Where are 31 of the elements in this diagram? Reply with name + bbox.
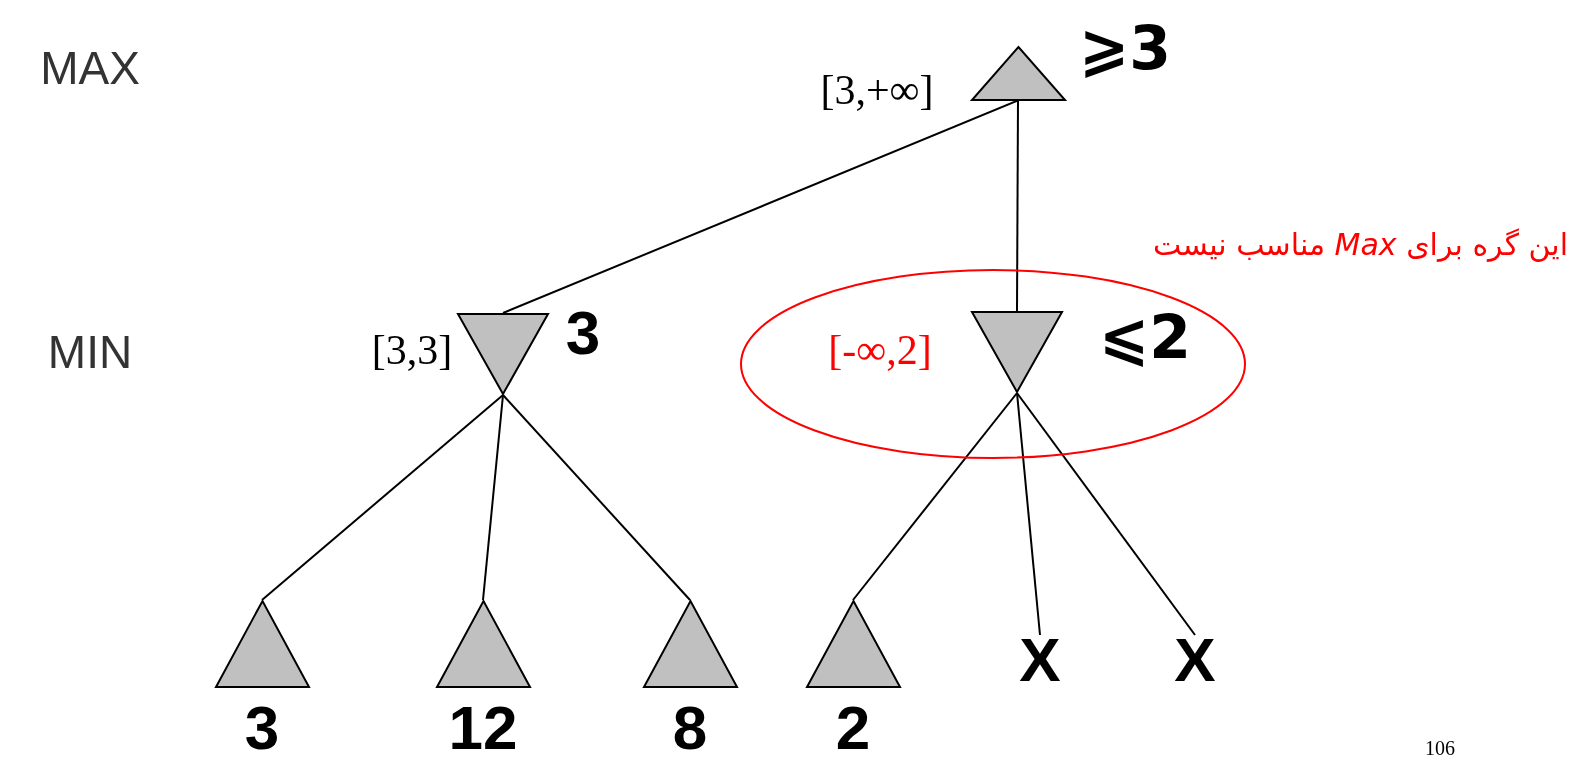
highlight-ellipse [740, 269, 1246, 459]
value-label: 2 [835, 697, 871, 759]
tree-edge [1016, 99, 1019, 312]
value-label: [3,+∞] [820, 69, 934, 111]
triangle-node [214, 600, 310, 688]
triangle-node [457, 313, 549, 395]
leaf-label: X [1173, 635, 1217, 685]
value-label: 12 [448, 697, 518, 759]
tree-edge [482, 394, 504, 601]
value-label: 3 [565, 302, 601, 364]
page-number: 106 [1425, 738, 1455, 758]
value-label: ⩾3 [1079, 18, 1171, 78]
triangle-node [805, 600, 901, 688]
value-label: ⩽2 [1099, 307, 1191, 367]
tree-edge [1016, 392, 1041, 636]
value-label: 8 [672, 697, 708, 759]
triangle-node [642, 600, 738, 688]
tree-edge [261, 394, 504, 601]
value-label: [3,3] [371, 329, 453, 371]
value-label: 3 [244, 697, 280, 759]
triangle-node [435, 600, 531, 688]
leaf-label: X [1018, 635, 1062, 685]
triangle-node [970, 45, 1066, 101]
interval-label: [-∞,2] [828, 329, 932, 371]
tree-edge [1016, 392, 1196, 636]
level-label: MIN [47, 329, 133, 375]
tree-edge [852, 392, 1018, 601]
triangle-node [971, 311, 1063, 393]
tree-edge [502, 394, 691, 601]
tree-edge [502, 99, 1019, 314]
level-label: MAX [40, 45, 140, 91]
